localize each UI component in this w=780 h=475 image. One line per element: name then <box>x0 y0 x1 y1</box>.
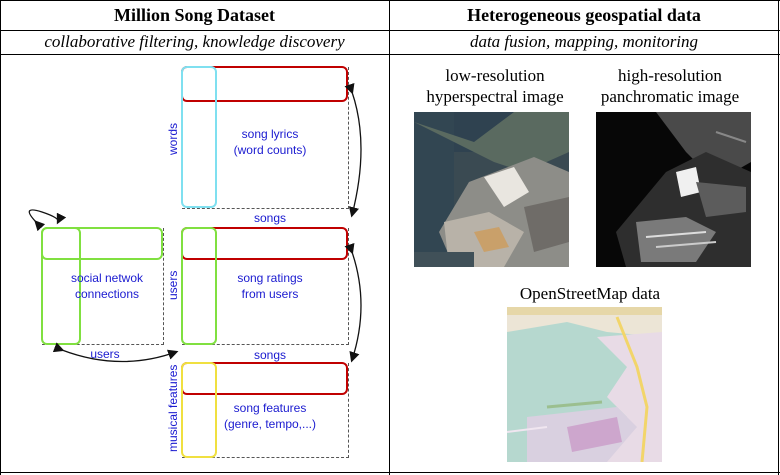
song-ratings-label: song ratings <box>237 271 303 285</box>
songs-label-top: songs <box>253 211 287 225</box>
high-res-caption-2: panchromatic image <box>600 87 740 106</box>
ratings-features-arrow <box>344 242 362 363</box>
hyperspectral-image <box>414 112 569 267</box>
bottom-rule <box>0 472 780 473</box>
column-divider <box>389 0 390 475</box>
genre-tempo-label: (genre, tempo,...) <box>223 417 317 431</box>
words-column-highlight <box>181 66 217 208</box>
features-column-highlight <box>181 362 217 458</box>
social-self-arrow <box>28 209 67 232</box>
low-res-caption-2: hyperspectral image <box>426 87 564 106</box>
right-column-title: Heterogeneous geospatial data <box>467 5 701 25</box>
panchromatic-image <box>596 112 751 267</box>
openstreetmap-image <box>507 307 662 462</box>
high-res-caption-1: high-resolution <box>618 66 722 85</box>
lyrics-ratings-arrow <box>344 82 362 218</box>
left-column-subtitle: collaborative filtering, knowledge disco… <box>44 32 345 51</box>
subheader-rule <box>0 54 780 55</box>
songs-label-mid: songs <box>253 348 287 362</box>
social-users-arrow <box>52 342 179 363</box>
header-rule <box>0 30 780 31</box>
song-lyrics-label: song lyrics <box>241 127 299 141</box>
song-features-label: song features <box>233 401 307 415</box>
features-matrix-outline <box>182 363 349 458</box>
word-counts-label: (word counts) <box>233 143 307 157</box>
low-res-caption-1: low-resolution <box>445 66 545 85</box>
connections-label: connections <box>74 287 140 301</box>
osm-caption: OpenStreetMap data <box>519 284 661 303</box>
left-border <box>0 0 1 475</box>
social-network-label: social netwok <box>70 271 144 285</box>
users-column-highlight <box>181 227 217 345</box>
left-column-title: Million Song Dataset <box>113 5 275 25</box>
right-column-subtitle: data fusion, mapping, monitoring <box>469 32 699 51</box>
link-arrows <box>28 82 362 363</box>
right-border <box>778 0 779 475</box>
top-rule <box>0 0 780 1</box>
from-users-label: from users <box>241 287 299 301</box>
